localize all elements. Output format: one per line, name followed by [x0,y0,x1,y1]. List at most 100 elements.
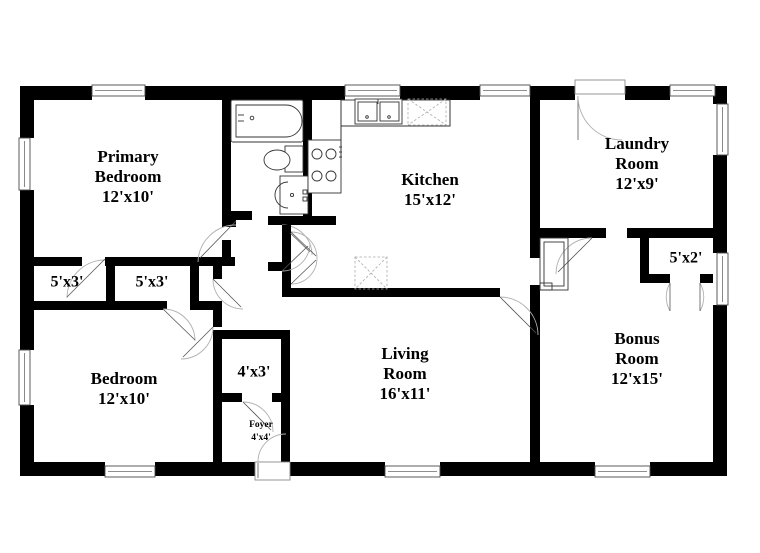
label-living-room: Living Room 16'x11' [379,344,430,403]
door-bonus-closet-bifold [665,282,705,312]
wall-top-seg5 [625,86,670,100]
bathtub-icon [230,99,304,143]
foyer-dimensions: 4'x4' [251,433,271,443]
wall-closet-b-right [190,257,199,310]
toilet-icon [263,145,304,173]
closet-primary-left-dimensions: 5'x3' [51,274,84,291]
door-hall-to-bedroom [212,267,244,310]
wall-top-seg1 [20,86,92,100]
wall-laundry-bottom-left [530,228,592,238]
door-primary-closet-left [66,258,106,299]
wall-top-seg2 [145,86,345,100]
wall-hall-a [213,257,222,267]
label-bonus-room: Bonus Room 12'x15' [611,329,663,388]
wall-living-bonus-b [530,285,540,465]
bonus-room-dimensions: 12'x15' [611,369,663,388]
closet-foyer-dimensions: 4'x3' [238,364,271,381]
wall-left-seg1 [20,86,34,138]
wall-bath-kitchen [303,86,312,216]
wall-closet-foyer-bottom-left [222,393,242,402]
laundry-room-name-line2: Room [615,154,658,173]
wall-top-seg4 [530,86,575,100]
wall-closet-foyer-bottom-right [272,393,290,402]
interior-walls [34,86,713,465]
door-front-entry [254,433,291,481]
door-primary-bedroom [197,219,237,263]
window-left-2 [18,349,31,406]
bonus-room-name-line2: Room [615,349,658,368]
wall-right-seg2 [713,155,727,253]
foyer-name: Foyer [249,420,274,430]
double-sink-icon [354,98,403,125]
primary-bedroom-name-line2: Bedroom [95,167,162,186]
wall-bath-bottom-left [222,211,252,220]
door-hall-pantry [268,242,311,272]
primary-bedroom-name-line1: Primary [97,147,159,166]
shelf-icon [354,256,388,290]
door-primary-closet-right [155,301,196,342]
wall-pantry-top [291,216,336,225]
wall-closet-bonus-bottom-right [700,274,713,283]
door-foyer-closet [242,401,274,433]
living-room-name-line2: Room [383,364,426,383]
wall-bottom-seg3 [290,462,385,476]
window-top-2 [344,84,401,97]
wall-primary-bath-b [222,240,231,257]
stove-icon [307,139,342,194]
bedroom-dimensions: 12'x10' [98,389,150,408]
wall-closet-b-bottom-right [190,301,222,310]
door-laundry-exterior [574,79,626,141]
wall-left-seg3 [20,405,34,476]
wall-closet-a-bottom [34,301,106,310]
label-kitchen: Kitchen 15'x12' [401,170,459,209]
window-right-1 [716,103,729,156]
label-laundry-room: Laundry Room 12'x9' [605,134,670,193]
windows [18,84,729,478]
closet-bonus-dimensions: 5'x2' [670,250,703,267]
kitchen-dimensions: 15'x12' [404,190,456,209]
wall-pantry-left [282,216,291,297]
living-room-name-line1: Living [381,344,429,363]
window-top-3 [479,84,531,97]
window-bottom-3 [594,465,651,478]
primary-bedroom-dimensions: 12'x10' [102,187,154,206]
living-room-dimensions: 16'x11' [379,384,430,403]
wall-hall-b [213,301,222,313]
closet-primary-right-dimensions: 5'x3' [136,274,169,291]
sink-icon [274,175,309,215]
wall-living-bonus-a [530,238,540,258]
wall-bedroom-foyer [213,330,222,462]
room-labels: Primary Bedroom 12'x10' Kitchen 15'x12' … [51,134,703,443]
window-top-1 [91,84,146,97]
wall-kitchen-bottom [290,288,486,297]
dishwasher-icon [407,98,447,126]
door-kitchen-living [486,288,539,336]
fixtures [230,98,569,291]
wall-foyer-right-lower [281,402,290,462]
bonus-room-name-line1: Bonus [614,329,660,348]
door-bedroom-entry [180,313,222,360]
wall-closet-bonus-left [640,228,649,283]
window-bottom-1 [104,465,156,478]
kitchen-name: Kitchen [401,170,459,189]
wall-top-seg3 [400,86,480,100]
wall-bottom-seg5 [650,462,727,476]
window-right-2 [716,252,729,306]
wall-closet-a-top [34,257,82,266]
wall-closet-bonus-bottom-left [640,274,670,283]
label-foyer: Foyer 4'x4' [249,420,274,443]
wall-laundry-bottom-right [627,228,713,238]
wall-right-seg3 [713,305,727,476]
window-top-4 [669,84,716,97]
wall-closet-b-bottom [115,301,163,310]
wall-bottom-seg1 [20,462,105,476]
wall-closet-b-top [105,257,235,266]
wall-left-seg2 [20,190,34,350]
laundry-room-name-line1: Laundry [605,134,670,153]
door-pantry-bifold [282,225,318,291]
exterior-walls [20,86,727,476]
wall-closet-divider [106,257,115,310]
wall-kitchen-laundry [530,86,540,234]
